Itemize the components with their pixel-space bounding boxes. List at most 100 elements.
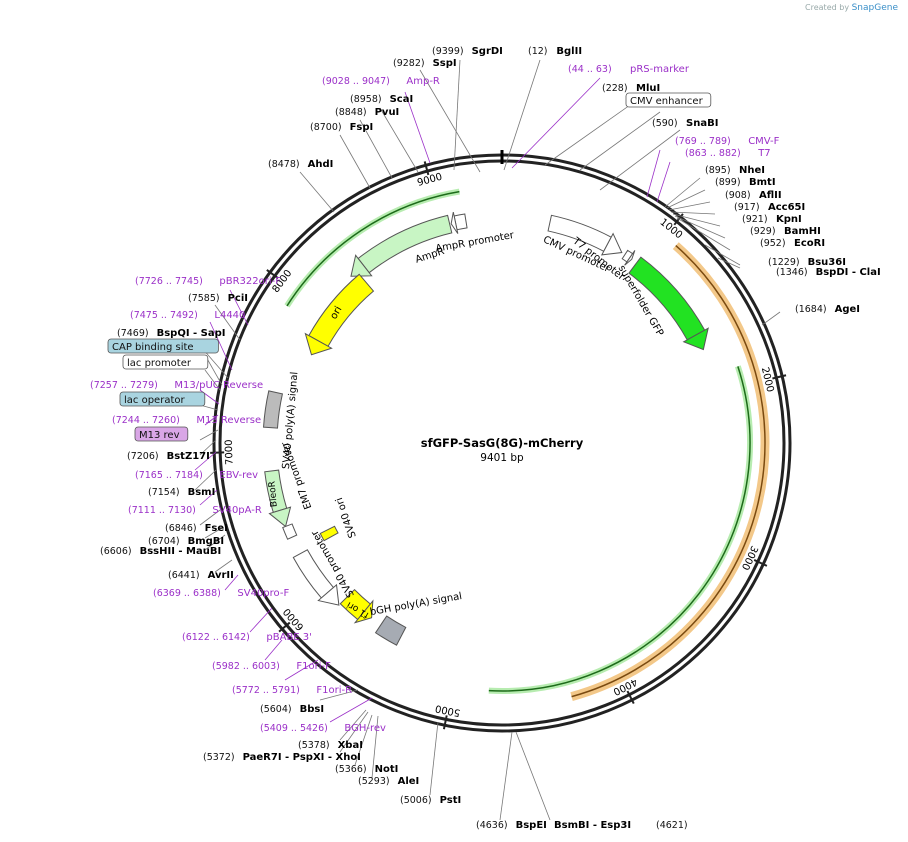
site-label: (9282)SspI [393, 58, 457, 69]
site-name: T7 [757, 148, 770, 159]
leader-line [599, 129, 681, 191]
site-name: EBV-rev [219, 470, 258, 481]
ampr-label: AmpR [414, 246, 446, 266]
site-label: (921)KpnI [742, 214, 802, 225]
site-name: PaeR7I - PspXI - XhoI [243, 752, 361, 763]
site-labels: (9399)SgrDI(12)BglII(9282)SspI(44 .. 63)… [90, 46, 881, 831]
orange-region-line [571, 245, 766, 698]
ampr-feature [357, 214, 453, 274]
snapgene-brand: SnapGene [851, 3, 898, 13]
leader-line [664, 177, 701, 208]
leader-line [339, 134, 371, 189]
site-name: MluI [636, 83, 660, 94]
bleor-feature [264, 469, 288, 514]
leader-line [214, 304, 241, 341]
leader-line [199, 439, 217, 456]
site-label: (7726 .. 7745)pBR322ori-F [135, 276, 281, 287]
leader-line [199, 429, 219, 441]
site-position: (590) [652, 118, 678, 129]
leader-line [672, 213, 721, 227]
site-name: M13/pUC Reverse [174, 380, 263, 391]
site-name: F1ori-F [296, 661, 331, 672]
site-position: (952) [760, 238, 786, 249]
leader-line [499, 731, 513, 821]
site-name: BstZ17I [167, 451, 210, 462]
site-position: (6369 .. 6388) [153, 588, 221, 599]
site-position: (5378) [298, 740, 330, 751]
site-position: (6704) [148, 536, 180, 547]
site-position: (7206) [127, 451, 159, 462]
site-name: NheI [739, 165, 765, 176]
site-position: (228) [602, 83, 628, 94]
leader-line [194, 451, 217, 471]
site-name: PvuI [375, 107, 400, 118]
site-name: L4440 [214, 310, 245, 321]
site-name: EcoRI [794, 238, 825, 249]
site-label: (7111 .. 7130) SV40pA-R [128, 505, 262, 516]
site-label: (8848)PvuI [335, 107, 399, 118]
site-name: SspI [433, 58, 457, 69]
leader-line [194, 469, 217, 491]
site-position: (44 .. 63) [568, 64, 612, 75]
credit-text: Created by [805, 3, 850, 12]
site-name: pBABE 3' [266, 632, 312, 643]
site-label: CMV enhancer [625, 92, 712, 108]
site-name: BglII [556, 46, 582, 57]
leader-line [199, 489, 218, 506]
site-position: (4636) [476, 820, 508, 831]
site-position: (1684) [795, 304, 827, 315]
site-name: SV40pA-R [212, 505, 261, 516]
plasmid-name: sfGFP-SasG(8G)-mCherry [421, 436, 584, 450]
site-name: SgrDI [472, 46, 503, 57]
site-position: (6441) [168, 570, 200, 581]
leader-line [419, 69, 481, 173]
leader-line [319, 689, 359, 701]
site-label: (863 .. 882)T7 [685, 148, 771, 159]
site-name: XbaI [338, 740, 363, 751]
site-position: (4621) [656, 820, 688, 831]
site-name: BamHI [784, 226, 821, 237]
site-position: (5293) [358, 776, 390, 787]
leader-line [264, 639, 283, 661]
site-name: KpnI [776, 214, 802, 225]
site-position: (917) [734, 202, 760, 213]
sfgfp-feature-head [682, 327, 709, 351]
site-label: (590)SnaBI [652, 118, 718, 129]
site-position: (9028 .. 9047) [322, 76, 390, 87]
site-name: F1ori-R [316, 685, 352, 696]
leader-line [284, 659, 319, 681]
site-position: (7475 .. 7492) [130, 310, 198, 321]
site-position: (5366) [335, 764, 367, 775]
site-name: M13 Reverse [196, 415, 261, 426]
site-label: (7257 .. 7279)M13/pUC Reverse [90, 380, 263, 391]
site-name: FseI [205, 523, 228, 534]
site-label: (952) EcoRI [760, 238, 825, 249]
site-label: (908)AflII [725, 190, 782, 201]
site-name: Amp-R [406, 76, 440, 87]
leader-line [544, 97, 641, 166]
leader-line [204, 534, 226, 551]
site-label: (6846)FseI [165, 523, 228, 534]
tick-label: 5000 [434, 702, 461, 718]
leader-line [717, 257, 741, 269]
leader-line [204, 414, 219, 426]
site-name: BspEI [516, 820, 547, 831]
bleor-feature-head [268, 506, 292, 528]
site-position: (7111 .. 7130) [128, 505, 196, 516]
site-label: CAP binding site [107, 338, 219, 354]
site-position: (8478) [268, 159, 300, 170]
feature-box [625, 92, 712, 108]
site-label: (8958)ScaI [350, 94, 413, 105]
tick-mark [442, 715, 448, 730]
leader-line [646, 149, 661, 198]
leader-line [209, 321, 233, 371]
site-name: Bsu36I [808, 257, 846, 268]
site-label: (4621) [656, 820, 688, 831]
feature-box [119, 391, 206, 407]
site-name: BsmI [188, 487, 216, 498]
leader-line [339, 711, 369, 753]
site-position: (1346) [776, 267, 808, 278]
site-position: (7244 .. 7260) [112, 415, 180, 426]
site-label: (7154)BsmI [148, 487, 215, 498]
site-position: (1229) [768, 257, 800, 268]
